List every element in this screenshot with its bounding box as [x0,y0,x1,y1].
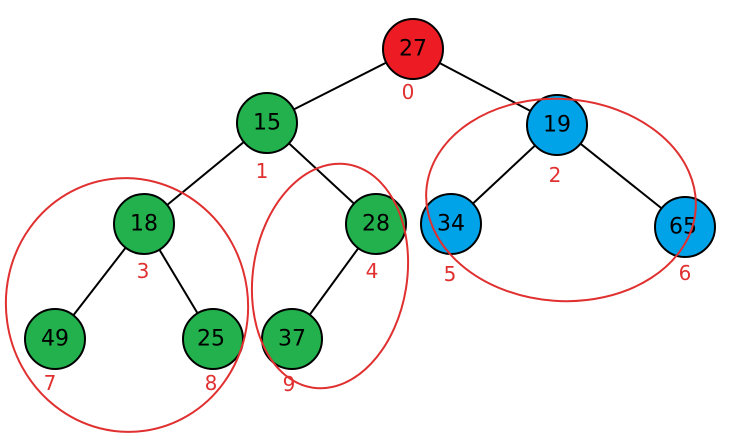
node-circle [382,18,444,80]
node-circle [654,196,716,258]
node-circle [261,308,323,370]
node-index: 8 [205,371,218,395]
tree-node-37: 37 9 [261,308,323,396]
node-index: 9 [283,372,296,396]
node-index: 4 [366,259,379,283]
tree-node-19: 19 2 [526,94,588,187]
subtree-ellipse-2 [425,97,697,303]
tree-node-18: 18 3 [113,193,175,283]
node-index: 7 [44,371,57,395]
node-index: 5 [444,262,457,286]
node-value: 25 [197,327,225,352]
tree-node-15: 15 1 [236,92,298,183]
node-value: 28 [362,212,390,237]
tree-node-25: 25 8 [182,308,244,395]
node-index: 0 [402,80,415,104]
tree-node-27: 27 0 [382,18,444,104]
node-value: 27 [399,37,427,62]
node-value: 19 [543,113,571,138]
node-circle [236,92,298,154]
subtree-ellipse-3 [4,177,250,433]
node-index: 6 [679,261,692,285]
node-value: 37 [278,327,306,352]
node-circle [24,308,86,370]
node-index: 1 [256,159,269,183]
node-value: 15 [253,111,281,136]
node-index: 2 [549,163,562,187]
node-circle [526,94,588,156]
node-value: 49 [41,327,69,352]
subtree-ellipse-4 [250,162,410,390]
subtree-groups [4,97,697,433]
tree-node-65: 65 6 [654,196,716,285]
tree-node-34: 34 5 [420,193,482,286]
node-index: 3 [137,259,150,283]
node-circle [113,193,175,255]
tree-node-49: 49 7 [24,308,86,395]
node-circle [182,308,244,370]
tree-node-28: 28 4 [345,193,407,283]
node-value: 34 [437,212,465,237]
node-value: 18 [130,212,158,237]
node-circle [345,193,407,255]
